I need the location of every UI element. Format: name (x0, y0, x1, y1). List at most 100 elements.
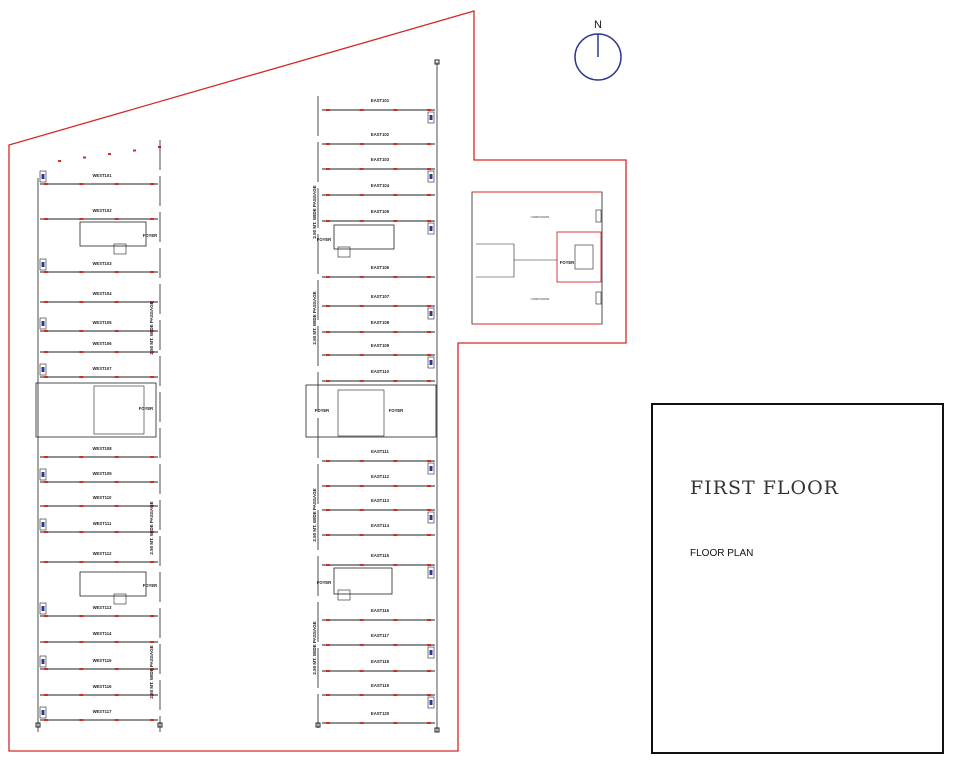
corporate-lift (574, 244, 594, 270)
window-mark (326, 619, 330, 621)
window-mark (44, 481, 48, 483)
east-passage-label: 2.50 MT. WIDE PASSAGE (312, 185, 317, 238)
toilet-cubicle (39, 655, 47, 668)
toilet-fixture-icon (429, 360, 433, 365)
west-foyer (79, 571, 147, 597)
toilet-fixture-icon (429, 515, 433, 520)
window-mark (44, 218, 48, 220)
unit-label-west: WEST102 (92, 208, 112, 213)
toilet-fixture-icon (429, 466, 433, 471)
window-mark (427, 460, 431, 462)
corporate-label: CORPORATE (531, 297, 550, 301)
lift-shaft (113, 593, 127, 605)
unit-label-east: EAST117 (371, 633, 390, 638)
corporate-utility (595, 291, 602, 305)
west-passage-label: 2.50 MT. WIDE PASSAGE (149, 301, 154, 354)
window-mark (427, 509, 431, 511)
toilet-cubicle (427, 222, 435, 235)
toilet-fixture-icon (41, 710, 45, 715)
window-mark (44, 561, 48, 563)
window-mark (150, 505, 154, 507)
unit-label-west: WEST117 (93, 709, 113, 714)
window-mark (359, 276, 364, 278)
unit-label-west: WEST114 (93, 631, 113, 636)
east-passage-label: 2.50 MT. WIDE PASSAGE (312, 488, 317, 541)
unit-label-east: EAST102 (371, 132, 390, 137)
window-mark (114, 668, 119, 670)
window-mark (150, 456, 154, 458)
window-mark (79, 531, 84, 533)
window-mark (79, 615, 84, 617)
unit-label-east: EAST119 (371, 683, 390, 688)
window-mark (359, 485, 364, 487)
window-mark (108, 153, 111, 155)
unit-label-west: WEST112 (93, 551, 113, 556)
window-mark (393, 109, 398, 111)
window-mark (393, 534, 398, 536)
window-mark (427, 305, 431, 307)
corporate-label: CORPORATE (531, 215, 550, 219)
lift-shaft (113, 243, 127, 255)
toilet-fixture-icon (429, 570, 433, 575)
window-mark (114, 456, 119, 458)
toilet-cubicle (427, 566, 435, 579)
window-mark (427, 220, 431, 222)
unit-label-west: WEST107 (92, 366, 112, 371)
east-foyer (333, 567, 393, 595)
unit-label-east: EAST118 (371, 659, 390, 664)
window-mark (150, 615, 154, 617)
window-mark (150, 218, 154, 220)
toilet-fixture-icon (429, 650, 433, 655)
column (434, 59, 440, 65)
unit-label-west: WEST115 (93, 658, 113, 663)
window-mark (44, 456, 48, 458)
window-mark (326, 644, 330, 646)
window-mark (150, 481, 154, 483)
window-mark (114, 505, 119, 507)
west-foyer-label: FOYER (143, 233, 157, 238)
window-mark (393, 354, 398, 356)
window-mark (359, 644, 364, 646)
unit-label-west: WEST104 (92, 291, 112, 296)
window-mark (393, 276, 398, 278)
window-mark (326, 331, 330, 333)
unit-label-west: WEST106 (92, 341, 112, 346)
east-foyer-label: FOYER (317, 237, 331, 242)
toilet-fixture-icon (41, 606, 45, 611)
window-mark (114, 218, 119, 220)
unit-label-east: EAST107 (371, 294, 390, 299)
window-mark (326, 460, 330, 462)
west-passage-label: 2.50 MT. WIDE PASSAGE (149, 501, 154, 554)
unit-label-west: WEST113 (93, 605, 113, 610)
window-mark (359, 694, 364, 696)
window-mark (359, 722, 364, 724)
unit-label-west: WEST110 (93, 495, 113, 500)
drawing-title: FIRST FLOOR (690, 477, 839, 499)
window-mark (359, 670, 364, 672)
toilet-fixture-icon (41, 174, 45, 179)
window-mark (359, 305, 364, 307)
window-mark (158, 146, 161, 148)
window-mark (326, 143, 330, 145)
toilet-cubicle (427, 111, 435, 124)
window-mark (326, 380, 330, 382)
window-mark (114, 301, 119, 303)
window-mark (359, 354, 364, 356)
toilet-fixture-icon (41, 522, 45, 527)
window-mark (393, 644, 398, 646)
window-mark (44, 271, 48, 273)
window-mark (359, 380, 364, 382)
window-mark (79, 694, 84, 696)
toilet-cubicle (427, 356, 435, 369)
window-mark (393, 722, 398, 724)
window-mark (150, 561, 154, 563)
window-mark (359, 220, 364, 222)
window-mark (44, 668, 48, 670)
window-mark (150, 183, 154, 185)
window-mark (393, 168, 398, 170)
window-mark (44, 376, 48, 378)
window-mark (427, 109, 431, 111)
east-foyer-label: FOYER (317, 580, 331, 585)
window-mark (393, 143, 398, 145)
